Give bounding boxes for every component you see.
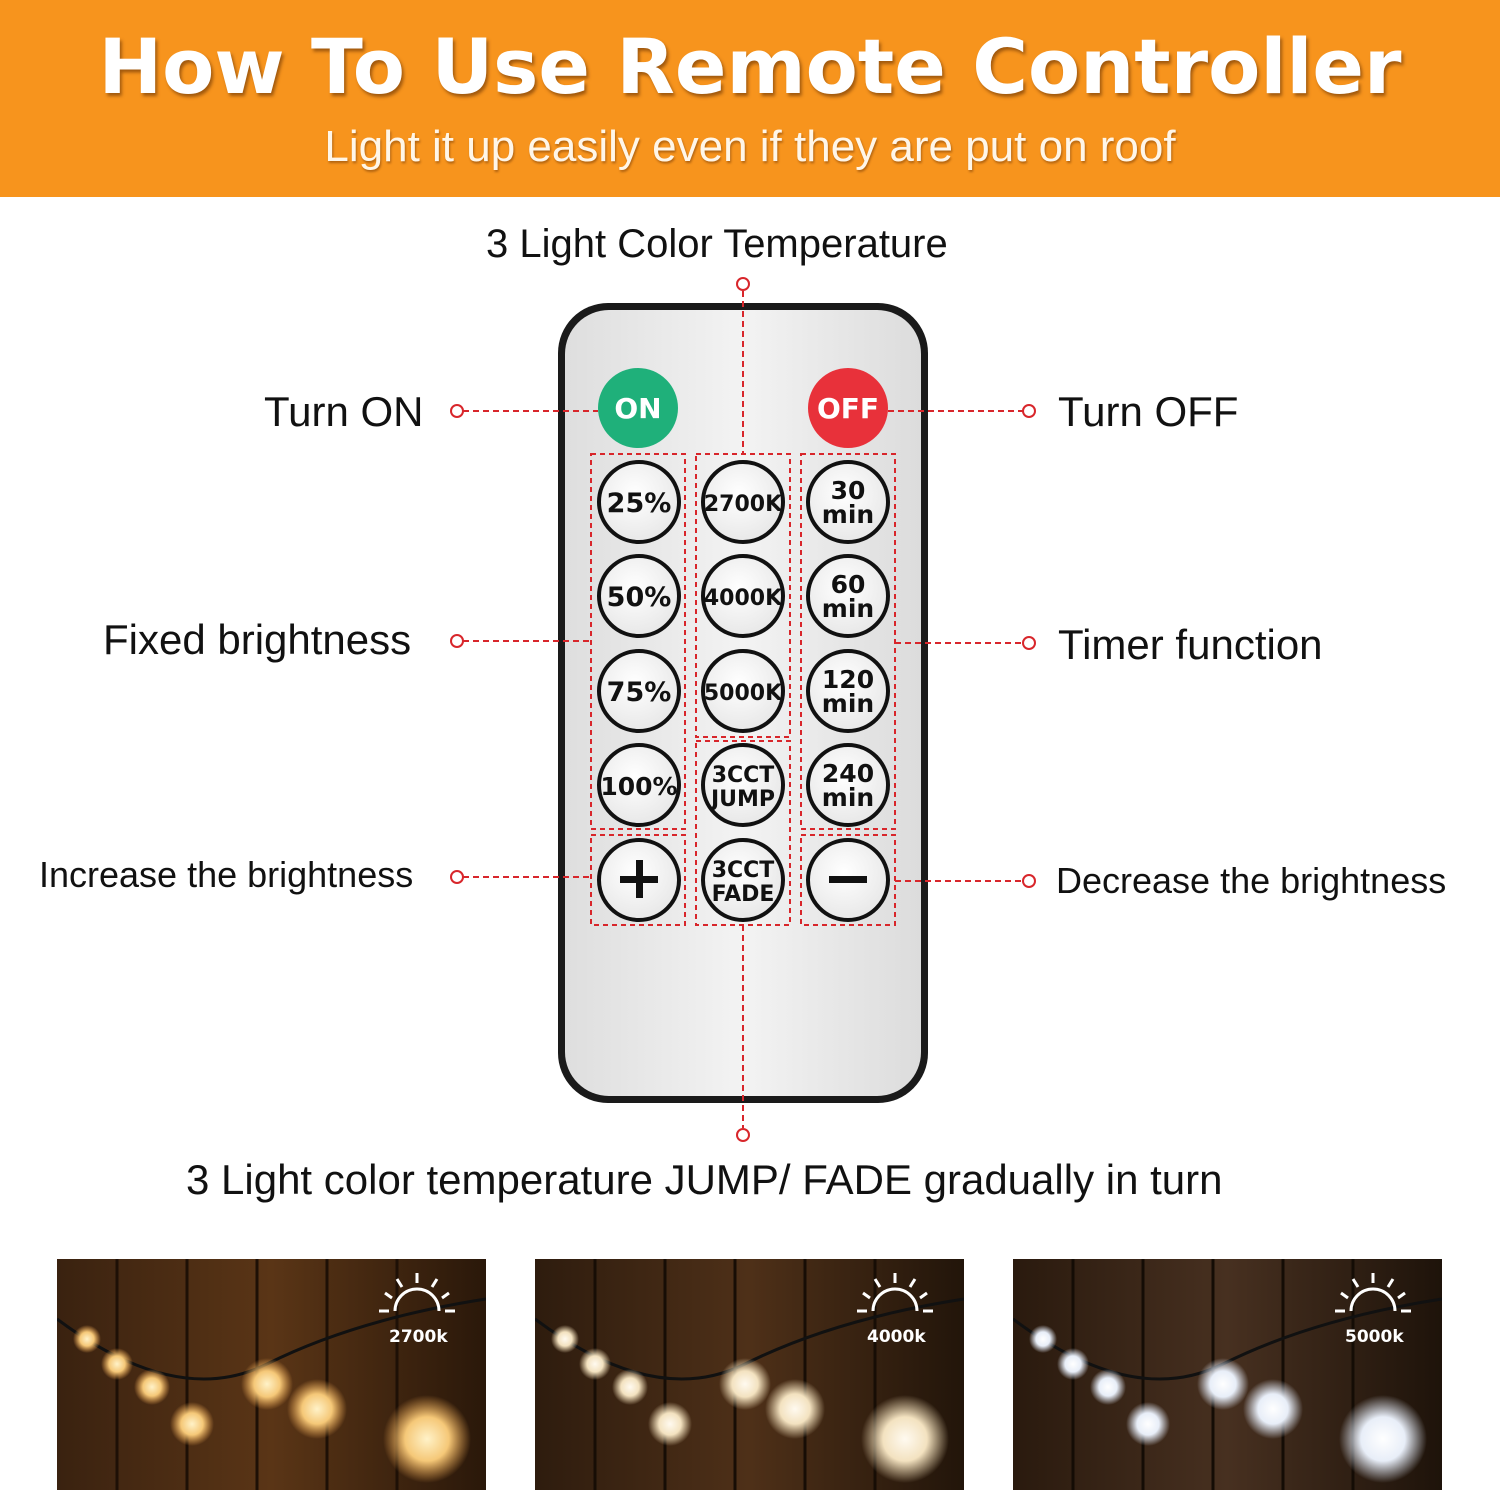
jump-button-line2: JUMP (709, 787, 775, 812)
off-button-circle (808, 368, 888, 448)
timer-button-240-value: 240 (822, 759, 874, 788)
photo-tag: 2700k (389, 1327, 448, 1347)
on-button-circle (598, 368, 678, 448)
increase-brightness-label: Increase the brightness (39, 854, 414, 895)
minus-icon (829, 876, 867, 883)
on-button-label: ON (614, 392, 661, 425)
color-button-4000k[interactable]: 4000K (701, 554, 785, 638)
timer-button-240-circle (806, 743, 890, 827)
page-subtitle: Light it up easily even if they are put … (324, 122, 1176, 171)
brightness-button-50-label: 50% (607, 582, 672, 613)
on-button[interactable]: ON (598, 368, 678, 448)
timer-button-120-circle (806, 649, 890, 733)
increase-box (590, 834, 686, 926)
brightness-button-75[interactable]: 75% (597, 649, 681, 733)
page-title: How To Use Remote Controller (98, 22, 1402, 111)
brightness-button-75-label: 75% (607, 677, 672, 708)
timer-button-60-unit: min (822, 594, 874, 623)
timer-button-60[interactable]: 60 min (806, 554, 890, 638)
timer-button-30-value: 30 (831, 476, 866, 505)
color-button-5000k-label: 5000K (704, 681, 783, 706)
photo-tag: 5000k (1345, 1327, 1404, 1347)
timer-function-label: Timer function (1058, 621, 1323, 668)
fade-button-line2: FADE (712, 882, 775, 907)
fixed-brightness-label: Fixed brightness (103, 616, 412, 663)
photo-2700k: 2700k (57, 1259, 486, 1490)
off-button-label: OFF (817, 392, 879, 425)
timer-button-60-value: 60 (831, 570, 866, 599)
sun-icon (1335, 1273, 1411, 1313)
string-lights-image (535, 1259, 964, 1490)
timer-button-60-circle (806, 554, 890, 638)
timer-button-120-unit: min (822, 689, 874, 718)
fade-button[interactable]: 3CCT FADE (701, 838, 785, 922)
color-button-5000k[interactable]: 5000K (701, 649, 785, 733)
brightness-button-100[interactable]: 100% (597, 743, 681, 827)
timer-button-30[interactable]: 30 min (806, 460, 890, 544)
decrease-brightness-label: Decrease the brightness (1056, 860, 1447, 901)
jump-button-line1: 3CCT (712, 763, 775, 788)
timer-button-120[interactable]: 120 min (806, 649, 890, 733)
timer-button-30-circle (806, 460, 890, 544)
plus-icon (620, 860, 658, 898)
brightness-button-25-label: 25% (607, 488, 672, 519)
color-button-2700k[interactable]: 2700K (701, 460, 785, 544)
brightness-button-25[interactable]: 25% (597, 460, 681, 544)
off-button[interactable]: OFF (808, 368, 888, 448)
fade-button-circle (701, 838, 785, 922)
color-button-2700k-label: 2700K (704, 492, 783, 517)
timer-group-box (800, 453, 896, 830)
string-lights-image (1013, 1259, 1442, 1490)
color-button-4000k-label: 4000K (704, 586, 783, 611)
photo-tag: 4000k (867, 1327, 926, 1347)
increase-brightness-button[interactable] (597, 838, 681, 922)
brightness-button-75-circle (597, 649, 681, 733)
brightness-button-100-circle (597, 743, 681, 827)
color-temperature-label: 3 Light Color Temperature (486, 222, 948, 266)
timer-button-30-unit: min (822, 500, 874, 529)
brightness-group-box (590, 453, 686, 830)
photo-4000k: 4000k (535, 1259, 964, 1490)
callout-lines (463, 291, 1023, 1128)
brightness-button-25-circle (597, 460, 681, 544)
turn-on-label: Turn ON (264, 388, 424, 435)
brightness-button-50[interactable]: 50% (597, 554, 681, 638)
decrease-brightness-button[interactable] (806, 838, 890, 922)
turn-off-label: Turn OFF (1058, 388, 1239, 435)
sun-icon (379, 1273, 455, 1313)
string-lights-image (57, 1259, 486, 1490)
jump-button[interactable]: 3CCT JUMP (701, 743, 785, 827)
fade-button-line1: 3CCT (712, 858, 775, 883)
jump-button-circle (701, 743, 785, 827)
color-button-5000k-circle (701, 649, 785, 733)
timer-button-120-value: 120 (822, 665, 874, 694)
sun-icon (857, 1273, 933, 1313)
color-button-4000k-circle (701, 554, 785, 638)
color-button-2700k-circle (701, 460, 785, 544)
callout-endpoints (450, 277, 1036, 1142)
brightness-button-50-circle (597, 554, 681, 638)
timer-button-240-unit: min (822, 783, 874, 812)
brightness-button-100-label: 100% (600, 772, 677, 801)
photo-5000k: 5000k (1013, 1259, 1442, 1490)
jump-fade-label: 3 Light color temperature JUMP/ FADE gra… (186, 1156, 1223, 1203)
header-banner: How To Use Remote Controller Light it up… (0, 0, 1500, 197)
timer-button-240[interactable]: 240 min (806, 743, 890, 827)
